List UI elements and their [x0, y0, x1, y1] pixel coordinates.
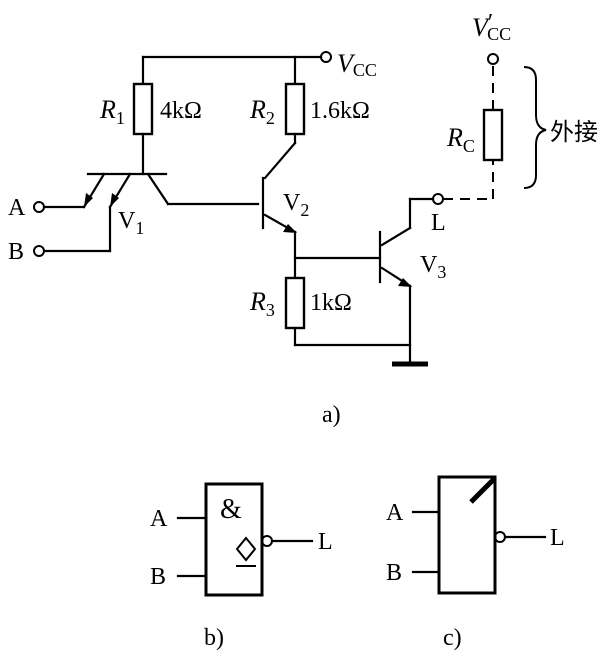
v2-label: V2 — [283, 190, 309, 220]
gate-b-oc-symbol — [235, 536, 257, 562]
circuit-a: VCC R1 4kΩ R2 1.6kΩ A — [8, 10, 598, 428]
gate-c: A B L c) — [386, 475, 565, 651]
vcc-terminal — [320, 51, 332, 63]
gate-c-input-b-label: B — [386, 560, 402, 586]
v1-emitter-a-arrow — [84, 193, 93, 207]
caption-a: a) — [322, 402, 341, 428]
v1-label: V1 — [118, 208, 144, 238]
vcc-label: VCC — [337, 49, 377, 80]
r2-value: 1.6kΩ — [310, 98, 370, 124]
gate-c-body — [437, 475, 497, 595]
r3-label: R3 — [249, 287, 275, 320]
output-l-label: L — [431, 210, 446, 236]
v3-collector — [380, 226, 412, 247]
input-b-label: B — [8, 239, 24, 265]
v2-collector — [263, 141, 297, 180]
v3-transistor: V3 — [378, 197, 446, 366]
r2-resistor — [284, 82, 306, 136]
rc-resistor — [482, 108, 504, 162]
gate-b-input-b-label: B — [150, 564, 166, 590]
input-a-label: A — [8, 195, 26, 221]
rc-label: RC — [446, 123, 475, 156]
r2-label: R2 — [249, 95, 275, 128]
gate-b: A B & L b) — [150, 482, 333, 651]
caption-c: c) — [443, 625, 462, 651]
r1-value: 4kΩ — [160, 98, 202, 124]
r3-value: 1kΩ — [310, 290, 352, 316]
v1-collector — [146, 172, 170, 206]
v2-emitter-arrow — [283, 224, 297, 233]
output-l-terminal — [432, 193, 444, 205]
v3-label: V3 — [420, 252, 446, 282]
v2-transistor: V2 — [261, 176, 309, 234]
v3-emitter-arrow — [398, 278, 412, 287]
input-b-terminal — [33, 245, 45, 257]
v1-transistor: A B V1 — [8, 172, 260, 265]
gate-b-output-label: L — [318, 529, 333, 555]
gate-c-output-label: L — [550, 525, 565, 551]
external-pullup: V′CC RC 外接 — [443, 10, 598, 200]
vcc-ext-terminal — [487, 53, 499, 65]
external-label: 外接 — [550, 118, 598, 146]
input-a-terminal — [33, 201, 45, 213]
r1-resistor — [132, 82, 154, 136]
r3-resistor — [284, 276, 306, 330]
caption-b: b) — [204, 625, 224, 651]
gate-b-and-symbol: & — [220, 494, 242, 525]
gate-b-input-a-label: A — [150, 506, 168, 532]
gate-c-input-a-label: A — [386, 500, 404, 526]
r1-label: R1 — [99, 95, 125, 128]
external-brace — [523, 66, 547, 189]
vcc-ext-label: V′CC — [472, 10, 511, 44]
gate-c-corner-mark — [469, 477, 496, 504]
v1-emitter-b-arrow — [110, 193, 119, 207]
